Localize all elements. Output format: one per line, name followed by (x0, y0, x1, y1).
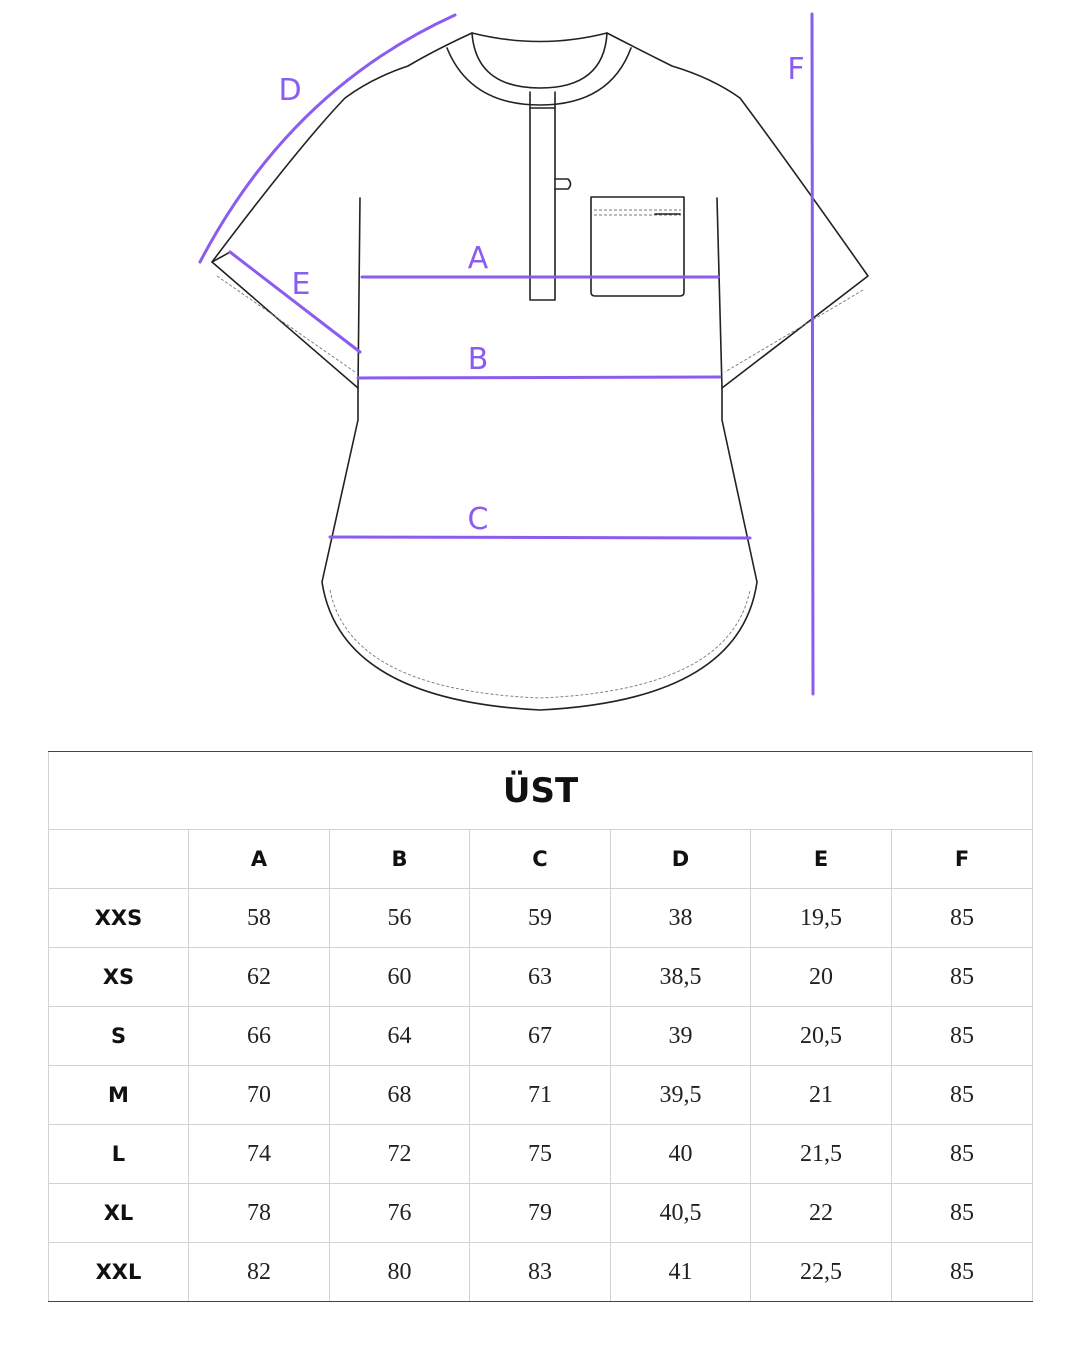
table-cell: 60 (329, 947, 470, 1007)
measurement-labels: A B C D E F (278, 52, 804, 537)
table-cell: 39 (610, 1006, 751, 1066)
table-cell: 40,5 (610, 1183, 751, 1243)
table-cell: 78 (188, 1183, 330, 1243)
table-cell: 71 (469, 1065, 611, 1125)
table-cell: 21 (750, 1065, 892, 1125)
table-cell: 82 (188, 1242, 330, 1302)
size-cell: M (48, 1065, 189, 1125)
size-chart-table: ÜST A B C D E F XXS 58 56 59 38 19,5 85 … (47, 751, 1034, 1302)
table-cell: 74 (188, 1124, 330, 1184)
column-header: D (610, 829, 751, 889)
table-cell: 64 (329, 1006, 470, 1066)
table-cell: 85 (890, 1006, 1034, 1066)
label-c: C (468, 502, 489, 537)
table-row: XS 62 60 63 38,5 20 85 (48, 947, 1034, 1007)
table-cell: 68 (329, 1065, 470, 1125)
table-header-row: A B C D E F (48, 829, 1034, 889)
table-cell: 22 (750, 1183, 892, 1243)
label-f: F (787, 52, 804, 87)
table-cell: 39,5 (610, 1065, 751, 1125)
label-b: B (468, 342, 489, 377)
measure-line-d (198, 13, 457, 264)
table-cell: 85 (890, 947, 1034, 1007)
table-cell: 76 (329, 1183, 470, 1243)
table-cell: 75 (469, 1124, 611, 1184)
table-cell: 56 (329, 888, 470, 948)
table-title: ÜST (47, 751, 1034, 830)
table-cell: 63 (469, 947, 611, 1007)
label-a: A (468, 241, 489, 276)
column-header: B (329, 829, 470, 889)
size-cell: XL (48, 1183, 189, 1243)
table-cell: 83 (469, 1242, 611, 1302)
table-cell: 72 (329, 1124, 470, 1184)
table-cell: 66 (188, 1006, 330, 1066)
table-row: S 66 64 67 39 20,5 85 (48, 1006, 1034, 1066)
size-cell: XXS (48, 888, 189, 948)
table-cell: 21,5 (750, 1124, 892, 1184)
size-cell: XS (48, 947, 189, 1007)
table-row: XL 78 76 79 40,5 22 85 (48, 1183, 1034, 1243)
table-cell: 67 (469, 1006, 611, 1066)
table-row: XXS 58 56 59 38 19,5 85 (48, 888, 1034, 948)
table-cell: 85 (890, 1183, 1034, 1243)
table-row: L 74 72 75 40 21,5 85 (48, 1124, 1034, 1184)
table-cell: 85 (890, 1124, 1034, 1184)
measurement-lines (198, 12, 815, 696)
size-cell: L (48, 1124, 189, 1184)
label-d: D (278, 73, 301, 108)
table-cell: 19,5 (750, 888, 892, 948)
measure-line-c (328, 535, 752, 540)
label-e: E (292, 267, 311, 302)
column-header: F (890, 829, 1034, 889)
measure-line-e (228, 250, 362, 354)
table-cell: 79 (469, 1183, 611, 1243)
table-row: M 70 68 71 39,5 21 85 (48, 1065, 1034, 1125)
table-cell: 70 (188, 1065, 330, 1125)
table-cell: 41 (610, 1242, 751, 1302)
shirt-measurement-diagram: A B C D E F (198, 12, 869, 711)
shirt-outline (211, 32, 869, 711)
size-cell: XXL (48, 1242, 189, 1302)
table-row: XXL 82 80 83 41 22,5 85 (48, 1242, 1034, 1302)
table-cell: 40 (610, 1124, 751, 1184)
column-header (48, 829, 189, 889)
table-cell: 59 (469, 888, 611, 948)
measure-line-b (356, 375, 722, 380)
table-cell: 20,5 (750, 1006, 892, 1066)
table-cell: 38 (610, 888, 751, 948)
table-cell: 80 (329, 1242, 470, 1302)
table-cell: 22,5 (750, 1242, 892, 1302)
table-cell: 58 (188, 888, 330, 948)
table-cell: 85 (890, 1065, 1034, 1125)
table-cell: 20 (750, 947, 892, 1007)
table-cell: 62 (188, 947, 330, 1007)
column-header: A (188, 829, 330, 889)
column-header: C (469, 829, 611, 889)
table-cell: 38,5 (610, 947, 751, 1007)
size-cell: S (48, 1006, 189, 1066)
table-cell: 85 (890, 1242, 1034, 1302)
column-header: E (750, 829, 892, 889)
measure-line-f (810, 12, 815, 696)
table-cell: 85 (890, 888, 1034, 948)
